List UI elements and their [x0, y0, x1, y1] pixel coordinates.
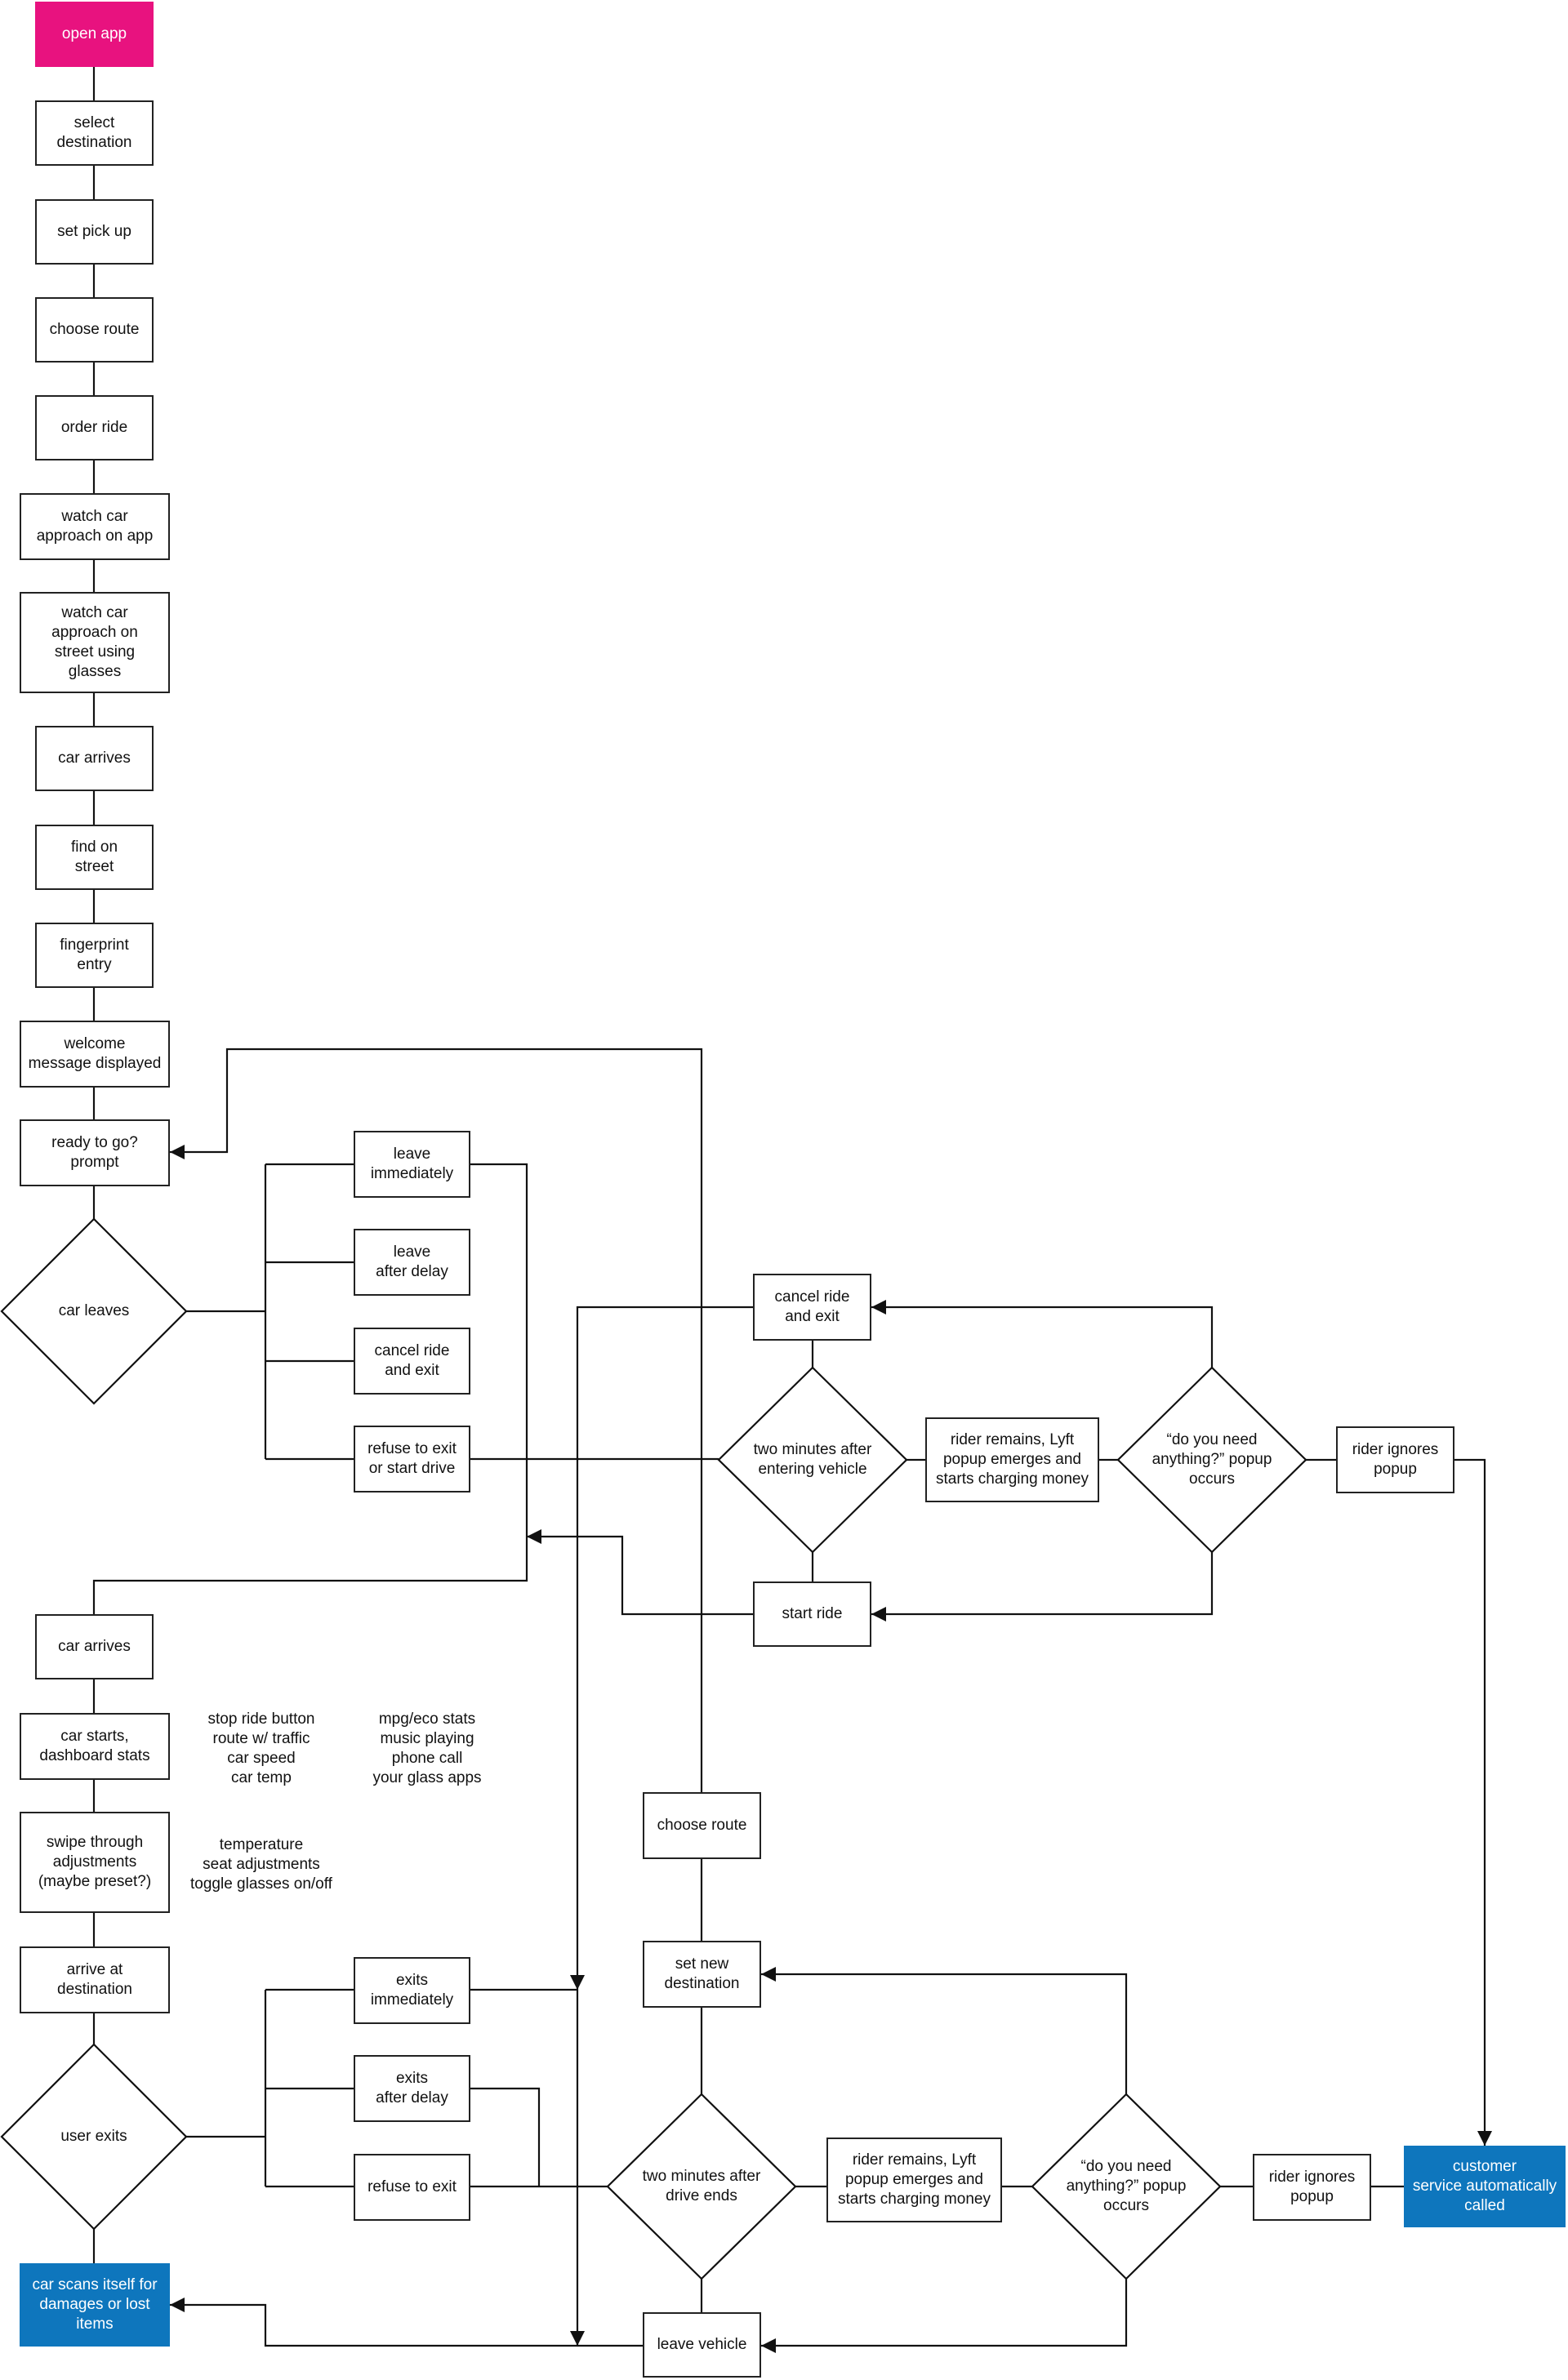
node-rider-remains-charging-2[interactable]: rider remains, Lyft popup emerges and st… — [826, 2138, 1002, 2222]
arrowhead — [871, 1607, 886, 1622]
car-leaves-diamond — [0, 1217, 188, 1405]
connector-lines — [92, 67, 1486, 2347]
connector — [527, 1535, 753, 1616]
node-set-pick-up[interactable]: set pick up — [35, 199, 154, 265]
node-start-ride[interactable]: start ride — [753, 1581, 871, 1647]
node-rider-ignores-popup-2[interactable]: rider ignores popup — [1253, 2154, 1371, 2221]
node-order-ride[interactable]: order ride — [35, 395, 154, 460]
decision-user-exits[interactable]: user exits — [60, 2128, 127, 2145]
node-exits-after-delay[interactable]: exits after delay — [354, 2055, 470, 2122]
note-dashboard-features-a: stop ride button route w/ traffic car sp… — [207, 1710, 315, 1786]
arrowhead — [570, 1975, 585, 1990]
node-car-scans-itself[interactable]: car scans itself for damages or lost ite… — [20, 2263, 170, 2347]
node-set-new-destination[interactable]: set new destination — [643, 1941, 761, 2008]
connector — [1454, 1458, 1486, 2146]
node-car-arrives-2[interactable]: car arrives — [35, 1614, 154, 1679]
decision-do-you-need-anything-2[interactable]: “do you need anything?” popup occurs — [1066, 2158, 1187, 2214]
connector — [576, 1306, 753, 2346]
node-watch-car-app[interactable]: watch car approach on app — [20, 493, 170, 560]
node-arrive-at-destination[interactable]: arrive at destination — [20, 1946, 170, 2013]
node-rider-remains-charging[interactable]: rider remains, Lyft popup emerges and st… — [925, 1417, 1099, 1502]
node-fingerprint-entry[interactable]: fingerprint entry — [35, 923, 154, 988]
node-select-destination[interactable]: select destination — [35, 100, 154, 166]
node-refuse-to-exit-or-start-drive[interactable]: refuse to exit or start drive — [354, 1426, 470, 1493]
node-ready-to-go-prompt[interactable]: ready to go? prompt — [20, 1119, 170, 1186]
arrowhead — [871, 1300, 886, 1315]
connector — [761, 2279, 1128, 2347]
node-car-arrives[interactable]: car arrives — [35, 726, 154, 791]
connector — [871, 1306, 1214, 1368]
node-rider-ignores-popup[interactable]: rider ignores popup — [1336, 1426, 1454, 1493]
decision-shapes — [0, 1217, 1307, 2280]
decision-two-minutes-after-entering[interactable]: two minutes after entering vehicle — [753, 1441, 872, 1478]
node-leave-after-delay[interactable]: leave after delay — [354, 1229, 470, 1296]
note-adjustment-options: temperature seat adjustments toggle glas… — [190, 1836, 332, 1893]
arrowheads — [170, 1145, 1492, 2353]
connector — [470, 2087, 541, 2186]
node-customer-service-called[interactable]: customer service automatically called — [1404, 2146, 1566, 2227]
node-swipe-through-adjustments[interactable]: swipe through adjustments (maybe preset?… — [20, 1812, 170, 1913]
node-cancel-ride-and-exit-2[interactable]: cancel ride and exit — [753, 1274, 871, 1341]
connector — [871, 1552, 1214, 1616]
arrowhead — [761, 1967, 776, 1982]
node-refuse-to-exit[interactable]: refuse to exit — [354, 2154, 470, 2221]
decision-two-minutes-after-drive-ends[interactable]: two minutes after drive ends — [642, 2168, 761, 2204]
node-exits-immediately[interactable]: exits immediately — [354, 1957, 470, 2024]
decision-do-you-need-anything[interactable]: “do you need anything?” popup occurs — [1152, 1431, 1272, 1488]
connector — [170, 1048, 703, 1792]
arrowhead — [170, 1145, 185, 1159]
node-leave-vehicle[interactable]: leave vehicle — [643, 2312, 761, 2378]
node-welcome-message[interactable]: welcome message displayed — [20, 1021, 170, 1088]
node-open-app[interactable]: open app — [35, 2, 154, 67]
note-dashboard-features-b: mpg/eco stats music playing phone call y… — [372, 1710, 482, 1786]
arrowhead — [527, 1529, 541, 1544]
arrowhead — [1477, 2131, 1492, 2146]
decision-car-leaves[interactable]: car leaves — [58, 1302, 130, 1319]
node-choose-route[interactable]: choose route — [35, 297, 154, 363]
node-cancel-ride-and-exit[interactable]: cancel ride and exit — [354, 1328, 470, 1395]
connector — [761, 1973, 1128, 2094]
connector — [170, 2303, 643, 2347]
connector — [92, 1163, 528, 1614]
node-watch-car-street[interactable]: watch car approach on street using glass… — [20, 592, 170, 693]
node-choose-route-2[interactable]: choose route — [643, 1792, 761, 1859]
node-car-starts-dashboard[interactable]: car starts, dashboard stats — [20, 1713, 170, 1780]
arrowhead — [170, 2298, 185, 2312]
node-leave-immediately[interactable]: leave immediately — [354, 1131, 470, 1198]
arrowhead — [761, 2338, 776, 2353]
node-find-on-street[interactable]: find on street — [35, 825, 154, 890]
arrowhead — [570, 2331, 585, 2346]
